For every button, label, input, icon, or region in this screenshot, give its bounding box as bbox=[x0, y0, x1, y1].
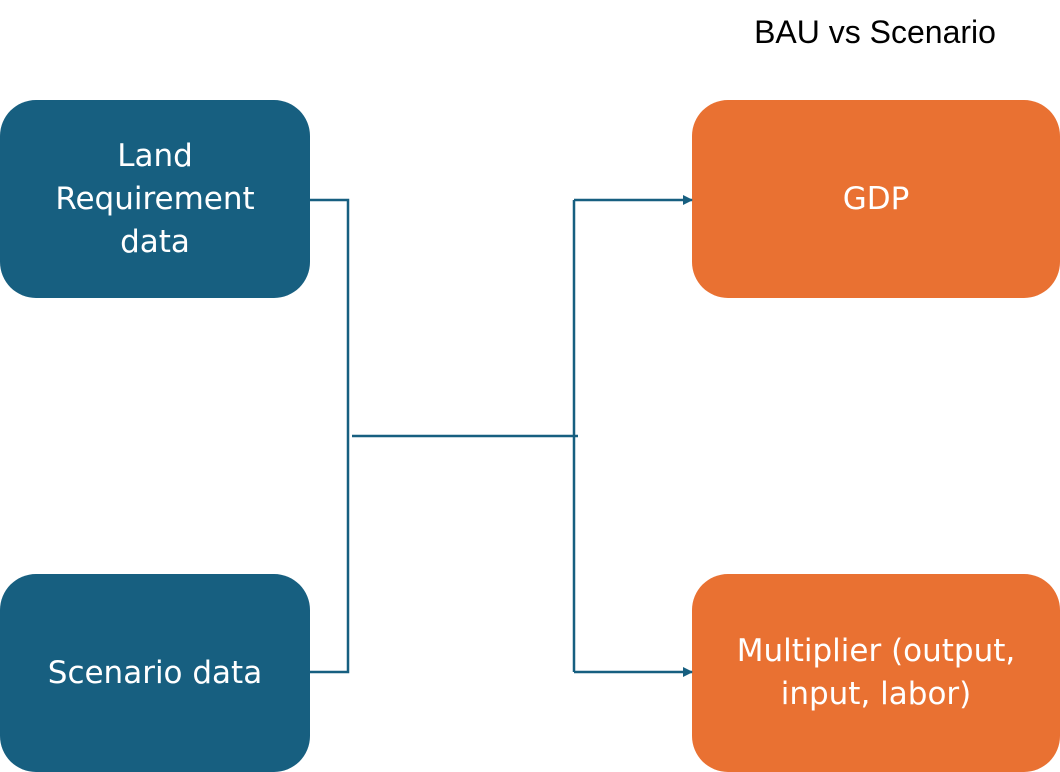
merge-bracket bbox=[310, 198, 350, 674]
multiplier-label: Multiplier (output, input, labor) bbox=[736, 633, 1016, 712]
bracket-from-scenario-data bbox=[310, 436, 350, 674]
diagram-title: BAU vs Scenario bbox=[754, 14, 996, 50]
land-requirement-data-box: Land Requirement data bbox=[0, 100, 310, 298]
scenario-data-box: Scenario data bbox=[0, 574, 310, 772]
land-requirement-data-label: Land Requirement data bbox=[55, 137, 255, 260]
multiplier-box: Multiplier (output, input, labor) bbox=[692, 574, 1060, 772]
bracket-from-land-requirement bbox=[310, 198, 350, 436]
gdp-label: GDP bbox=[842, 180, 910, 217]
gdp-box: GDP bbox=[692, 100, 1060, 298]
scenario-data-label: Scenario data bbox=[47, 654, 263, 691]
